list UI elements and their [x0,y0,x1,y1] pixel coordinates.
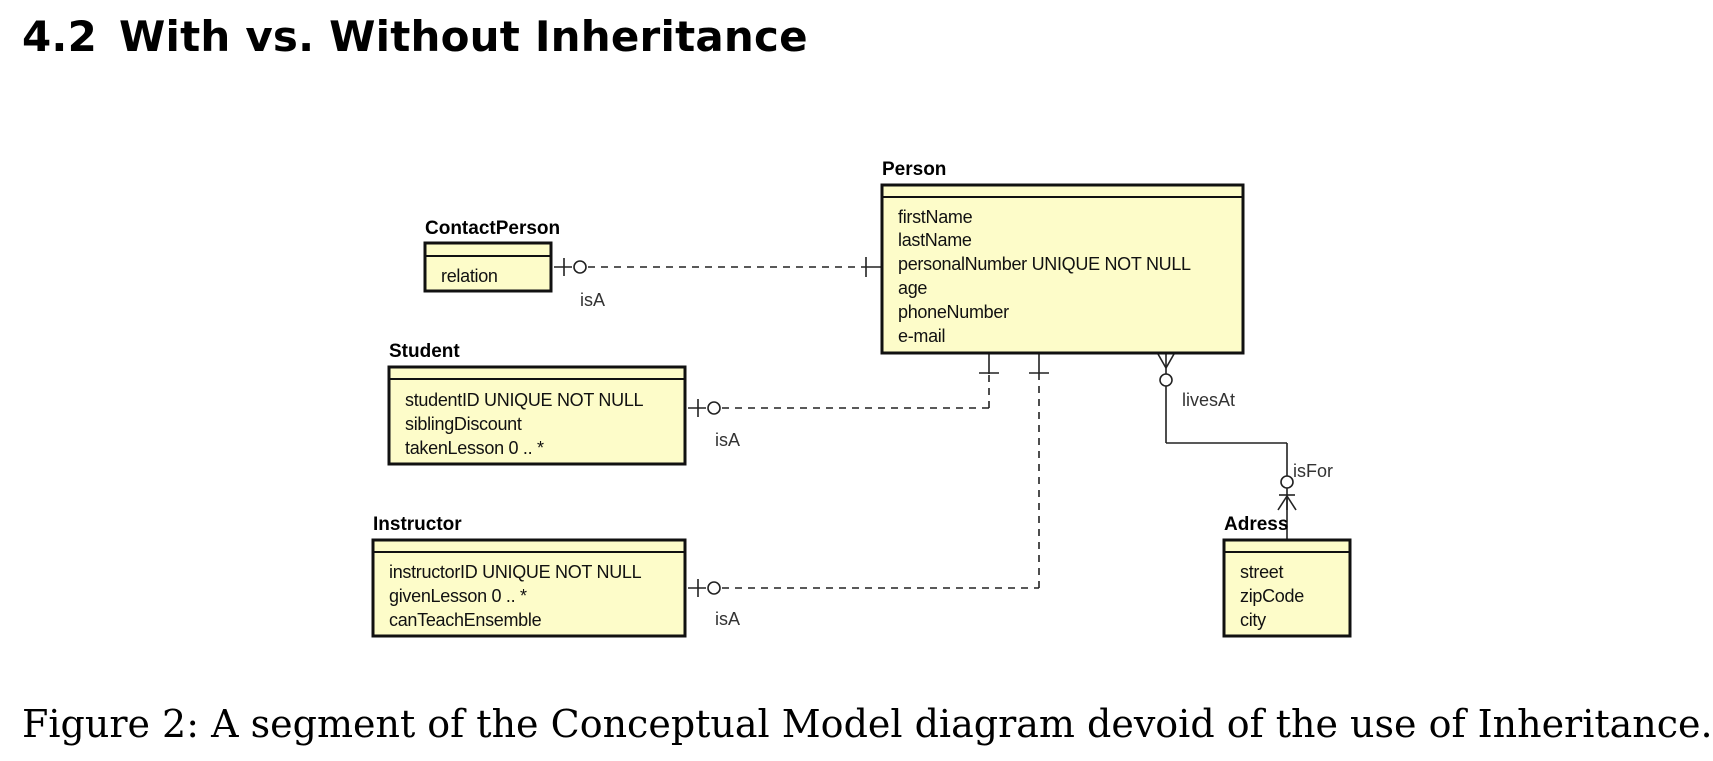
section-number: 4.2 [22,12,98,61]
is-for-label: isFor [1293,461,1333,481]
entity-contact-person[interactable]: ContactPerson relation [423,218,560,293]
attribute: canTeachEnsemble [389,610,542,630]
attribute: givenLesson 0 .. * [389,586,527,606]
instructor-isa-label: isA [715,609,740,629]
student-isa-connector [688,354,999,417]
attribute: city [1240,610,1266,630]
attribute: siblingDiscount [405,414,522,434]
section-heading: 4.2 With vs. Without Inheritance [22,12,808,61]
student-isa-label: isA [715,430,740,450]
entity-person[interactable]: Person firstName lastName personalNumber… [880,159,1245,355]
attribute: takenLesson 0 .. * [405,438,544,458]
attribute: firstName [898,207,973,227]
entity-name: Student [389,341,460,362]
entity-name: Person [882,159,946,180]
attribute: age [898,278,927,298]
entity-name: Adress [1224,514,1288,535]
attribute: zipCode [1240,586,1304,606]
entity-student[interactable]: Student studentID UNIQUE NOT NULL siblin… [387,341,687,466]
entity-address[interactable]: Adress street zipCode city [1222,514,1352,638]
entity-name: ContactPerson [425,218,560,239]
attribute: street [1240,562,1284,582]
contact-person-isa-label: isA [580,290,605,310]
attribute: relation [441,266,498,286]
attribute: instructorID UNIQUE NOT NULL [389,562,642,582]
contact-person-isa-connector [554,257,884,277]
attribute: lastName [898,230,972,250]
figure-caption: Figure 2: A segment of the Conceptual Mo… [22,702,1713,746]
attribute: e-mail [898,326,945,346]
entity-name: Instructor [373,514,462,535]
section-title: With vs. Without Inheritance [119,12,808,61]
attribute: phoneNumber [898,302,1009,322]
entity-instructor[interactable]: Instructor instructorID UNIQUE NOT NULL … [371,514,687,638]
lives-at-connector [1157,353,1297,539]
attribute: studentID UNIQUE NOT NULL [405,390,644,410]
instructor-isa-connector [688,354,1049,597]
attribute: personalNumber UNIQUE NOT NULL [898,254,1191,274]
lives-at-label: livesAt [1182,390,1235,410]
